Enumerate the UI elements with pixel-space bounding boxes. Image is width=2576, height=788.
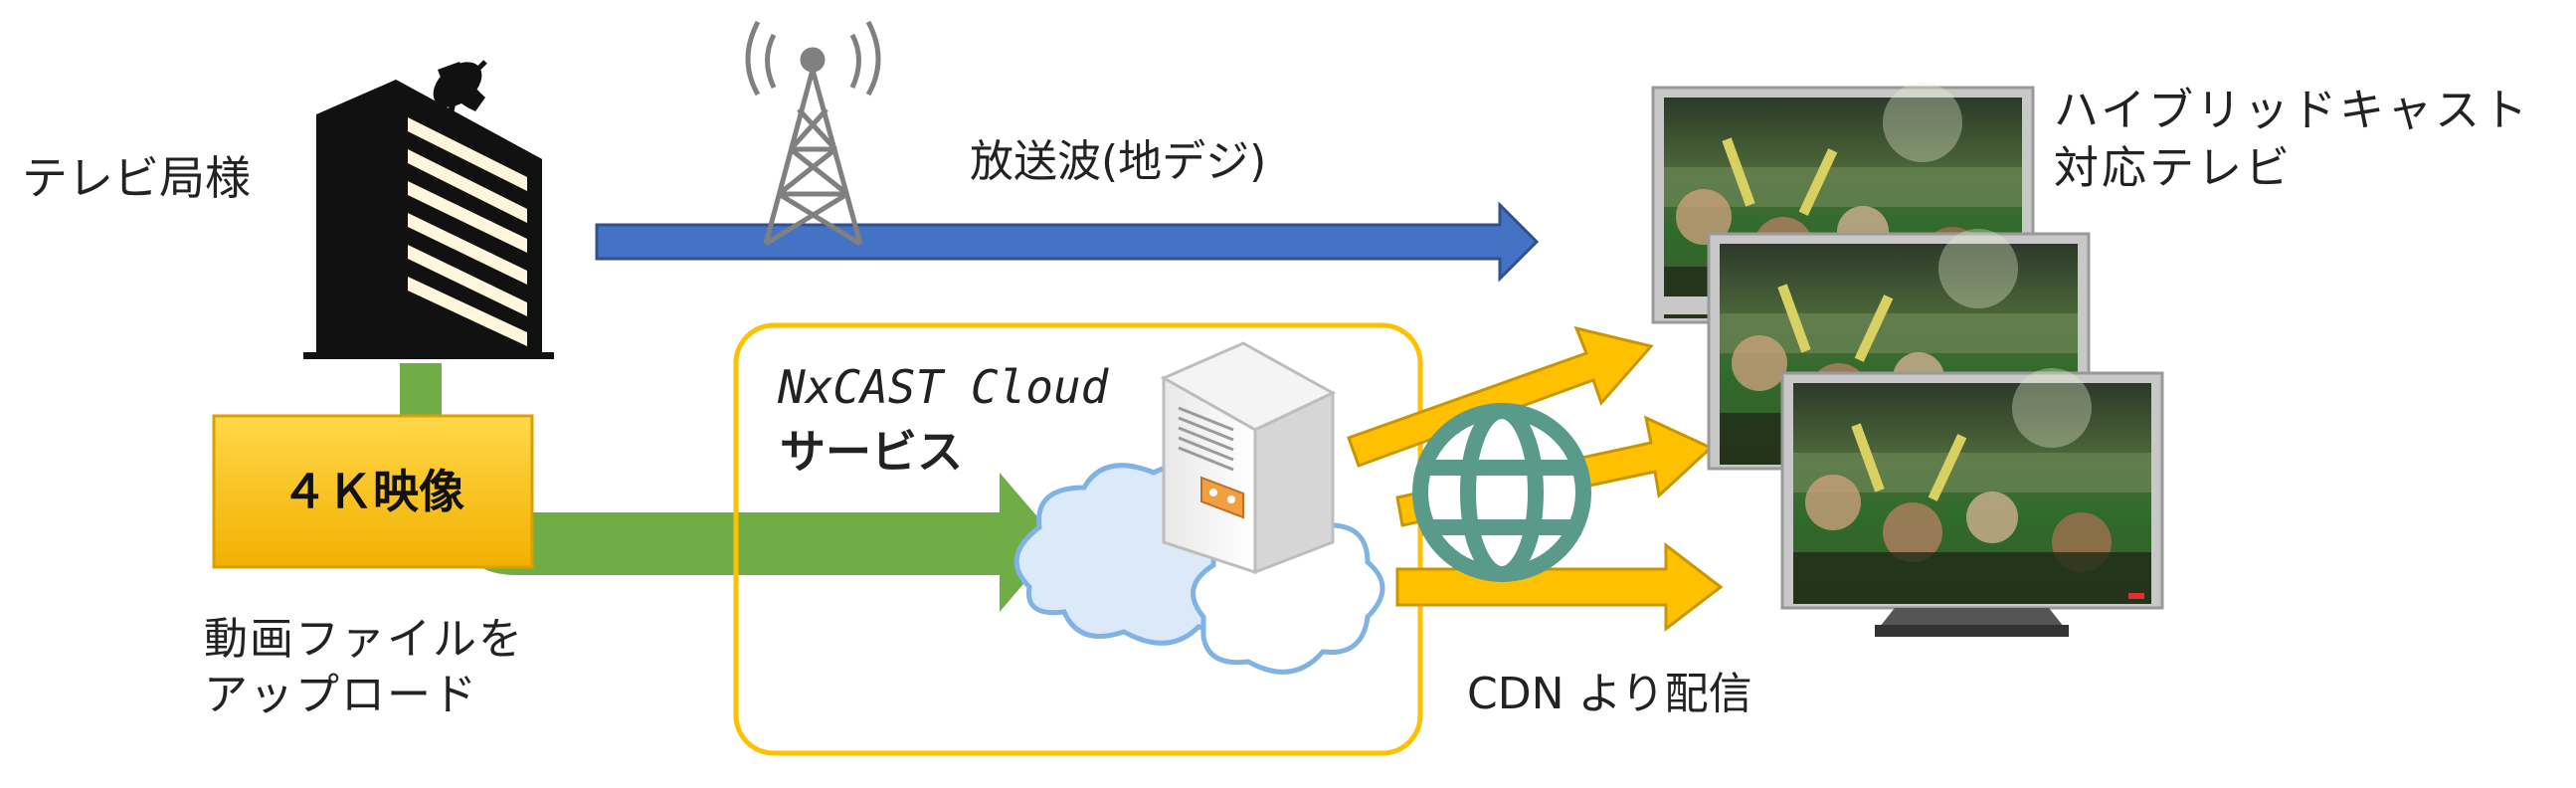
video-4k-label: ４Ｋ映像 (281, 465, 464, 518)
cdn-arrow-bottom (1395, 541, 1724, 633)
building-icon (303, 80, 554, 359)
broadcaster-label: テレビ局様 (22, 151, 251, 205)
cdn-delivery-label: CDN より配信 (1467, 669, 1752, 719)
video-4k-box (212, 414, 534, 569)
antenna-tower-icon (745, 20, 881, 247)
cloud-name-label: NxCAST Cloud (778, 360, 1109, 414)
cloud-service-box (733, 322, 1423, 756)
satellite-dish-icon (433, 60, 487, 128)
building-connector (400, 363, 442, 418)
server-icon (1160, 341, 1337, 575)
tv-front (1780, 368, 2164, 637)
upload-arrow (467, 473, 1059, 612)
broadcast-wave-label: 放送波(地デジ) (970, 136, 1267, 187)
cdn-arrow-top (1347, 325, 1654, 468)
cloud-service-label: サービス (780, 425, 963, 479)
globe-icon (1412, 403, 1591, 582)
upload-label: 動画ファイルを アップロード (204, 614, 524, 721)
broadcast-arrow (595, 201, 1540, 283)
hybridcast-tv-label: ハイブリッドキャスト 対応テレビ (2054, 84, 2531, 194)
tv-icon (1651, 83, 2164, 637)
